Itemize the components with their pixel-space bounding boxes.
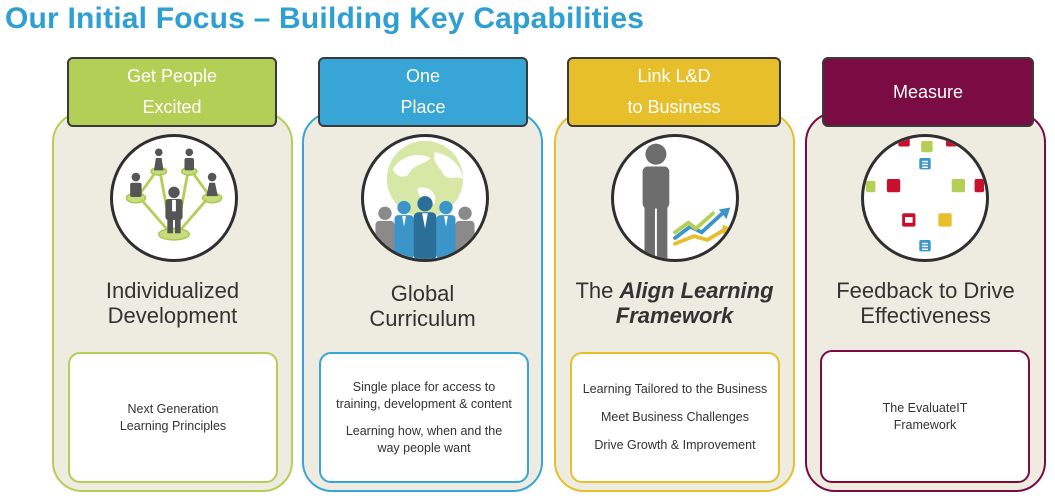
tab-label-line1: Get People bbox=[126, 66, 218, 86]
tab-measure: Measure bbox=[822, 57, 1034, 127]
heading-line2: Effectiveness bbox=[860, 303, 991, 328]
description-box: The EvaluateIT Framework bbox=[820, 350, 1030, 483]
page-title: Our Initial Focus – Building Key Capabil… bbox=[5, 2, 645, 35]
box-line2: Learning Principles bbox=[119, 418, 227, 433]
person-growth-arrows-icon bbox=[611, 134, 739, 262]
heading-line1: The Align Learning bbox=[554, 278, 795, 303]
column-heading: Individualized Development bbox=[52, 278, 293, 328]
heading-emphasis-line1: Align Learning bbox=[619, 278, 774, 303]
tab-label-line2: to Business bbox=[627, 97, 721, 117]
heading-prefix: The bbox=[575, 278, 620, 303]
heading-line1: Individualized bbox=[105, 278, 240, 303]
box-line1: The EvaluateIT bbox=[882, 400, 968, 415]
box-item: Learning Tailored to the Business bbox=[582, 382, 768, 396]
tab-label-line1: Measure bbox=[892, 81, 964, 102]
box-p2-line1: Learning how, when and the bbox=[345, 423, 503, 438]
tab-one-place: One Place bbox=[318, 57, 528, 127]
box-item: Meet Business Challenges bbox=[601, 410, 749, 424]
feedback-items-icon bbox=[861, 134, 989, 262]
box-p1-line1: Single place for access to bbox=[352, 379, 496, 394]
box-p1-line2: training, development & content bbox=[336, 396, 512, 411]
description-box: Learning Tailored to the Business Meet B… bbox=[570, 352, 780, 483]
heading-line2: Framework bbox=[554, 303, 795, 328]
global-team-icon bbox=[361, 134, 489, 262]
column-heading: Global Curriculum bbox=[302, 281, 543, 331]
heading-line1: Feedback to Drive bbox=[836, 278, 1015, 303]
tab-label-line2: Place bbox=[400, 97, 446, 117]
people-network-icon bbox=[110, 134, 238, 262]
heading-line2: Curriculum bbox=[369, 306, 476, 331]
description-box: Single place for access to training, dev… bbox=[319, 352, 529, 483]
tab-label-line1: Link L&D bbox=[637, 66, 711, 86]
tab-label-line2: Excited bbox=[142, 97, 202, 117]
tab-link-ld-to-business: Link L&D to Business bbox=[567, 57, 781, 127]
heading-line1: Global bbox=[390, 281, 455, 306]
column-heading: The Align Learning Framework bbox=[554, 278, 795, 328]
box-item: Drive Growth & Improvement bbox=[594, 438, 756, 452]
box-line1: Next Generation bbox=[127, 401, 219, 416]
tab-label-line1: One bbox=[405, 66, 441, 86]
box-p2-line2: way people want bbox=[377, 440, 471, 455]
tab-get-people-excited: Get People Excited bbox=[67, 57, 277, 127]
column-heading: Feedback to Drive Effectiveness bbox=[805, 278, 1046, 328]
heading-line2: Development bbox=[107, 303, 238, 328]
heading-emphasis-line2: Framework bbox=[615, 303, 734, 328]
box-line2: Framework bbox=[893, 417, 957, 432]
description-box: Next Generation Learning Principles bbox=[68, 352, 278, 483]
